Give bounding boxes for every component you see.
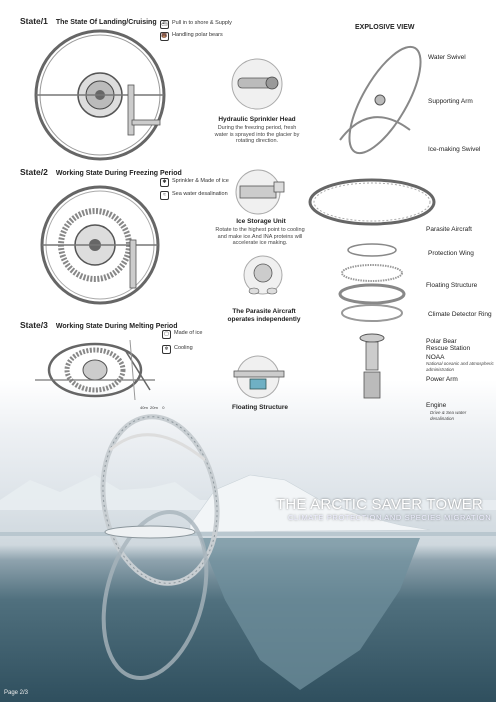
poster-title: THE ARCTIC SAVER TOWER: [276, 496, 483, 513]
cooling-icon: ❄: [162, 345, 171, 354]
tower-render-scene: [0, 414, 496, 690]
desalination-icon: ≈: [160, 191, 169, 200]
state-2-legend: ✱Sprinkler & Made of ice ≈Sea water desa…: [160, 178, 232, 200]
label-floating-structure: Floating Structure: [426, 282, 478, 289]
label-noaa: NOAA: [426, 354, 445, 361]
label-power-arm: Power Arm: [426, 376, 458, 383]
label-supporting-arm: Supporting Arm: [428, 98, 473, 105]
label-parasite-aircraft: Parasite Aircraft: [426, 226, 472, 233]
boat-icon: ⛴: [160, 20, 169, 29]
state-3-legend: ▢Made of ice ❄Cooling: [162, 330, 232, 354]
label-engine: Engine: [426, 402, 447, 409]
label-protection-wing: Protection Wing: [428, 250, 474, 257]
ice-cube-icon: ▢: [162, 330, 171, 339]
state-1-plan-drawing: [34, 29, 166, 161]
detail-ice-storage-desc: Rotate to the highest point to cooling a…: [215, 227, 305, 246]
label-noaa-sub: National oceanic and atmospheric adminis…: [426, 361, 494, 372]
state-3-side-drawing: [35, 339, 155, 401]
state-2-plan-drawing: [40, 185, 160, 305]
parasite-aircraft-drawing: [243, 255, 283, 295]
label-engine-sub: Drive & Sea water desalination: [430, 410, 467, 421]
explosive-view-drawing: [308, 45, 436, 399]
label-water-swivel: Water Swivel: [428, 54, 466, 61]
sprinkler-head-drawing: [231, 58, 283, 110]
page-number: Page 2/3: [4, 690, 29, 696]
poster-subtitle: CLIMATE PROTECTION AND SPECIES MIGRATION: [288, 513, 492, 522]
detail-sprinkler-desc: During the freezing period, fresh water …: [214, 125, 300, 144]
floating-structure-drawing: [233, 355, 285, 399]
detail-ice-storage-title: Ice Storage Unit: [236, 218, 286, 225]
label-polar-bear-rescue-station: Polar Bear Rescue Station: [426, 338, 471, 352]
sprinkler-icon: ✱: [160, 178, 169, 187]
state-1-legend: ⛴Pull in to shore & Supply 🐻Handling pol…: [160, 20, 232, 41]
detail-floating-title: Floating Structure: [232, 404, 288, 411]
label-climate-detector-ring: Climate Detector Ring: [428, 311, 492, 318]
ice-storage-unit-drawing: [235, 169, 285, 215]
detail-sprinkler-title: Hydraulic Sprinkler Head: [218, 116, 296, 123]
detail-parasite-title: The Parasite Aircraft operates independe…: [227, 308, 301, 323]
polar-bear-icon: 🐻: [160, 32, 169, 41]
explosive-view-heading: EXPLOSIVE VIEW: [355, 24, 415, 31]
scale-bar: 40m 20m 0: [140, 405, 165, 410]
label-ice-making-swivel: Ice-making Swivel: [428, 146, 481, 153]
